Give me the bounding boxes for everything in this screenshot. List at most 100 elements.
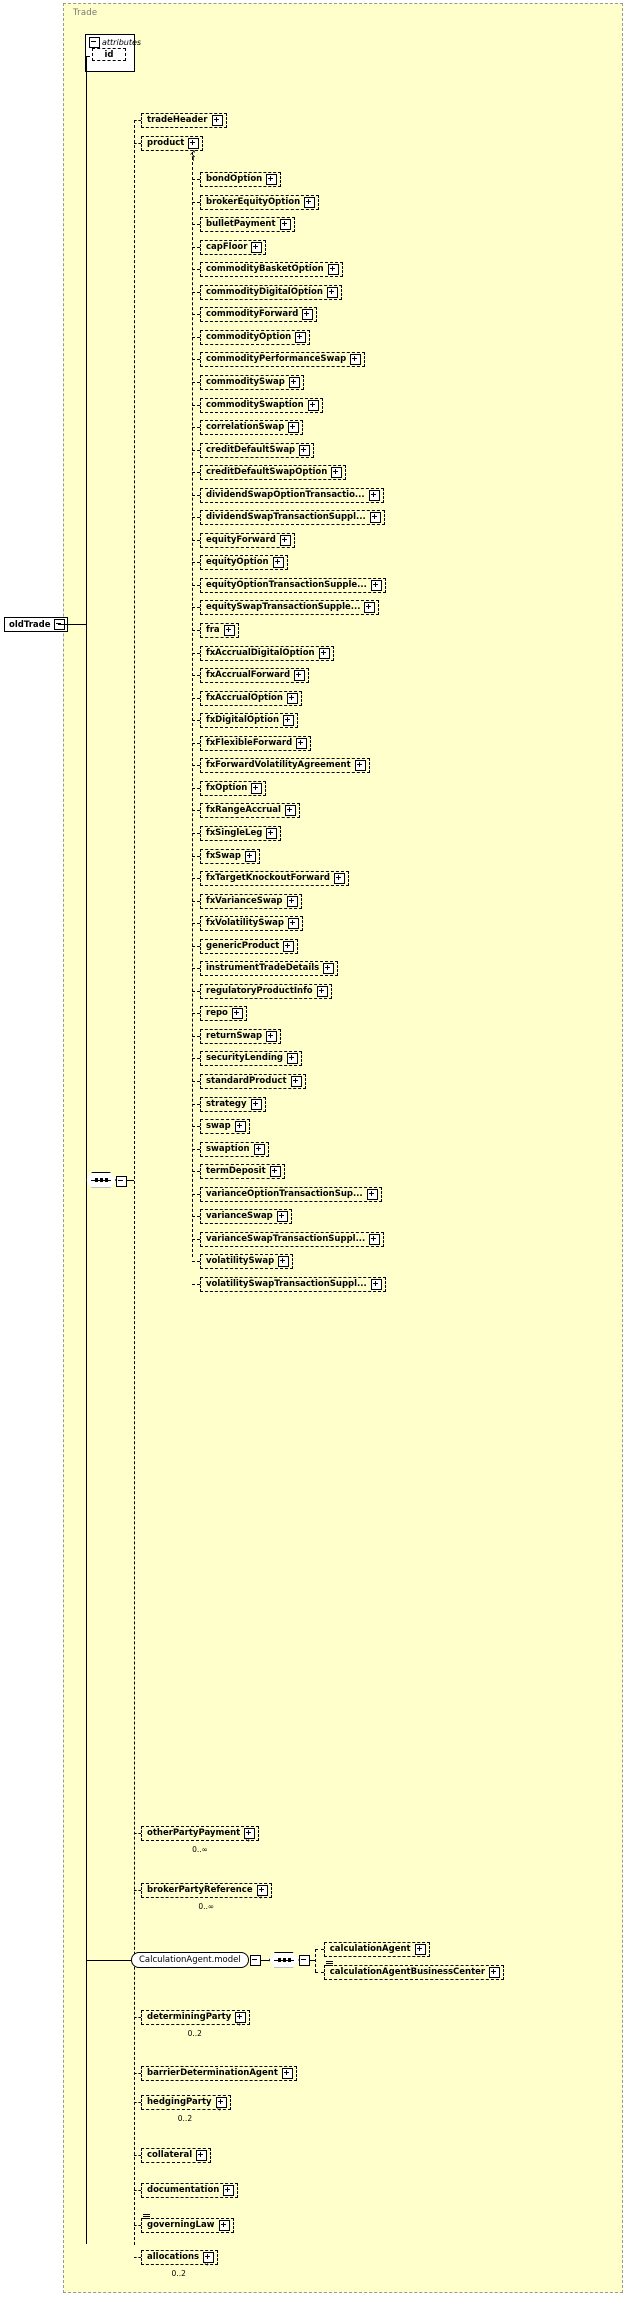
node-fxsingleleg[interactable]: fxSingleLeg bbox=[200, 826, 285, 843]
node-fxvolatilityswap[interactable]: fxVolatilitySwap bbox=[200, 916, 306, 933]
expand-icon[interactable] bbox=[256, 1885, 268, 1896]
node-varianceoptiontransactionsup[interactable]: varianceOptionTransactionSup... bbox=[200, 1187, 385, 1204]
expand-icon[interactable] bbox=[223, 2185, 235, 2196]
model-group-calculationagent[interactable]: CalculationAgent.model bbox=[131, 1952, 251, 1970]
expand-icon[interactable] bbox=[294, 670, 306, 681]
expand-icon[interactable] bbox=[307, 400, 319, 411]
node-barrierdeterminationagent[interactable]: barrierDeterminationAgent bbox=[141, 2066, 300, 2083]
expand-icon[interactable] bbox=[288, 422, 300, 433]
expand-icon[interactable] bbox=[231, 1008, 243, 1019]
expand-icon[interactable] bbox=[253, 1144, 265, 1155]
node-volatilityswap[interactable]: volatilitySwap bbox=[200, 1254, 297, 1271]
node-commodityforward[interactable]: commodityForward bbox=[200, 307, 321, 324]
node-otherpartypayment[interactable]: otherPartyPayment bbox=[141, 1826, 263, 1843]
node-documentation[interactable]: documentation bbox=[141, 2183, 242, 2200]
node-fxflexibleforward[interactable]: fxFlexibleForward bbox=[200, 736, 315, 753]
expand-icon[interactable] bbox=[354, 760, 366, 771]
expand-icon[interactable] bbox=[327, 264, 339, 275]
node-calculationagent[interactable]: calculationAgent bbox=[323, 1942, 433, 1959]
node-fxaccrualoption[interactable]: fxAccrualOption bbox=[200, 691, 305, 708]
node-repo[interactable]: repo bbox=[200, 1006, 250, 1023]
expand-icon[interactable] bbox=[244, 851, 256, 862]
node-dividendswapoptiontransactio[interactable]: dividendSwapOptionTransactio... bbox=[200, 488, 387, 505]
expand-icon[interactable] bbox=[266, 828, 278, 839]
expand-icon[interactable] bbox=[283, 715, 295, 726]
node-bulletpayment[interactable]: bulletPayment bbox=[200, 217, 298, 234]
expand-icon[interactable] bbox=[331, 467, 343, 478]
node-fxforwardvolatilityagreement[interactable]: fxForwardVolatilityAgreement bbox=[200, 758, 373, 775]
expand-icon[interactable] bbox=[369, 512, 381, 523]
node-capfloor[interactable]: capFloor bbox=[200, 240, 270, 257]
node-dividendswaptransactionsuppl[interactable]: dividendSwapTransactionSuppl... bbox=[200, 510, 388, 527]
expand-icon[interactable] bbox=[364, 602, 376, 613]
expand-icon[interactable] bbox=[366, 1189, 378, 1200]
expand-icon[interactable] bbox=[250, 1099, 262, 1110]
expand-icon[interactable] bbox=[489, 1967, 501, 1978]
node-equityforward[interactable]: equityForward bbox=[200, 533, 298, 550]
node-standardproduct[interactable]: standardProduct bbox=[200, 1074, 309, 1091]
node-fxaccrualforward[interactable]: fxAccrualForward bbox=[200, 668, 313, 685]
expand-icon[interactable] bbox=[304, 197, 316, 208]
node-termdeposit[interactable]: termDeposit bbox=[200, 1164, 288, 1181]
node-governinglaw[interactable]: governingLaw bbox=[141, 2214, 237, 2235]
attribute-id[interactable]: id bbox=[92, 48, 128, 63]
expand-icon[interactable] bbox=[266, 174, 278, 185]
node-creditdefaultswapoption[interactable]: creditDefaultSwapOption bbox=[200, 465, 350, 482]
sequence-node[interactable] bbox=[268, 1952, 299, 1968]
expand-icon[interactable] bbox=[284, 805, 296, 816]
node-commoditybasketoption[interactable]: commodityBasketOption bbox=[200, 262, 346, 279]
expand-icon[interactable] bbox=[318, 648, 330, 659]
expand-icon[interactable] bbox=[283, 941, 295, 952]
node-equityoption[interactable]: equityOption bbox=[200, 555, 291, 572]
expand-icon[interactable] bbox=[302, 309, 314, 320]
node-swaption[interactable]: swaption bbox=[200, 1142, 272, 1159]
node-brokerequityoption[interactable]: brokerEquityOption bbox=[200, 195, 323, 212]
collapse-icon[interactable] bbox=[116, 1176, 127, 1187]
expand-icon[interactable] bbox=[251, 783, 263, 794]
expand-icon[interactable] bbox=[244, 1828, 256, 1839]
node-commoditydigitaloption[interactable]: commodityDigitalOption bbox=[200, 285, 345, 302]
expand-icon[interactable] bbox=[368, 490, 380, 501]
expand-icon[interactable] bbox=[251, 242, 263, 253]
expand-icon[interactable] bbox=[278, 1256, 290, 1267]
expand-icon[interactable] bbox=[276, 1211, 288, 1222]
expand-icon[interactable] bbox=[215, 2097, 227, 2108]
expand-icon[interactable] bbox=[203, 2252, 215, 2263]
expand-icon[interactable] bbox=[369, 1234, 381, 1245]
expand-icon[interactable] bbox=[295, 332, 307, 343]
node-volatilityswaptransactionsuppl[interactable]: volatilitySwapTransactionSuppl... bbox=[200, 1277, 389, 1294]
node-equityoptiontransactionsupple[interactable]: equityOptionTransactionSupple... bbox=[200, 578, 389, 595]
node-collateral[interactable]: collateral bbox=[141, 2148, 215, 2165]
node-fxswap[interactable]: fxSwap bbox=[200, 849, 263, 866]
node-commodityswaption[interactable]: commoditySwaption bbox=[200, 398, 326, 415]
node-instrumenttradedetails[interactable]: instrumentTradeDetails bbox=[200, 961, 342, 978]
node-equityswaptransactionsupple[interactable]: equitySwapTransactionSupple... bbox=[200, 600, 383, 617]
expand-icon[interactable] bbox=[296, 738, 308, 749]
node-bondoption[interactable]: bondOption bbox=[200, 172, 285, 189]
node-securitylending[interactable]: securityLending bbox=[200, 1051, 305, 1068]
node-tradeheader[interactable]: tradeHeader bbox=[141, 113, 229, 130]
node-creditdefaultswap[interactable]: creditDefaultSwap bbox=[200, 443, 318, 460]
expand-icon[interactable] bbox=[272, 557, 284, 568]
expand-icon[interactable] bbox=[279, 219, 291, 230]
node-correlationswap[interactable]: correlationSwap bbox=[200, 420, 307, 437]
expand-icon[interactable] bbox=[290, 1076, 302, 1087]
node-fxdigitaloption[interactable]: fxDigitalOption bbox=[200, 713, 302, 730]
node-genericproduct[interactable]: genericProduct bbox=[200, 939, 302, 956]
node-determiningparty[interactable]: determiningParty bbox=[141, 2010, 254, 2027]
expand-icon[interactable] bbox=[299, 445, 311, 456]
node-commodityswap[interactable]: commoditySwap bbox=[200, 375, 307, 392]
node-varianceswaptransactionsuppl[interactable]: varianceSwapTransactionSuppl... bbox=[200, 1232, 388, 1249]
node-regulatoryproductinfo[interactable]: regulatoryProductInfo bbox=[200, 984, 335, 1001]
expand-icon[interactable] bbox=[287, 1053, 298, 1064]
expand-icon[interactable] bbox=[414, 1944, 426, 1955]
node-returnswap[interactable]: returnSwap bbox=[200, 1029, 285, 1046]
node-varianceswap[interactable]: varianceSwap bbox=[200, 1209, 295, 1226]
expand-icon[interactable] bbox=[316, 986, 328, 997]
expand-icon[interactable] bbox=[269, 1166, 281, 1177]
expand-icon[interactable] bbox=[286, 693, 298, 704]
collapse-icon[interactable] bbox=[89, 36, 100, 48]
node-brokerpartyreference[interactable]: brokerPartyReference bbox=[141, 1883, 275, 1900]
node-strategy[interactable]: strategy bbox=[200, 1097, 269, 1114]
expand-icon[interactable] bbox=[279, 535, 291, 546]
